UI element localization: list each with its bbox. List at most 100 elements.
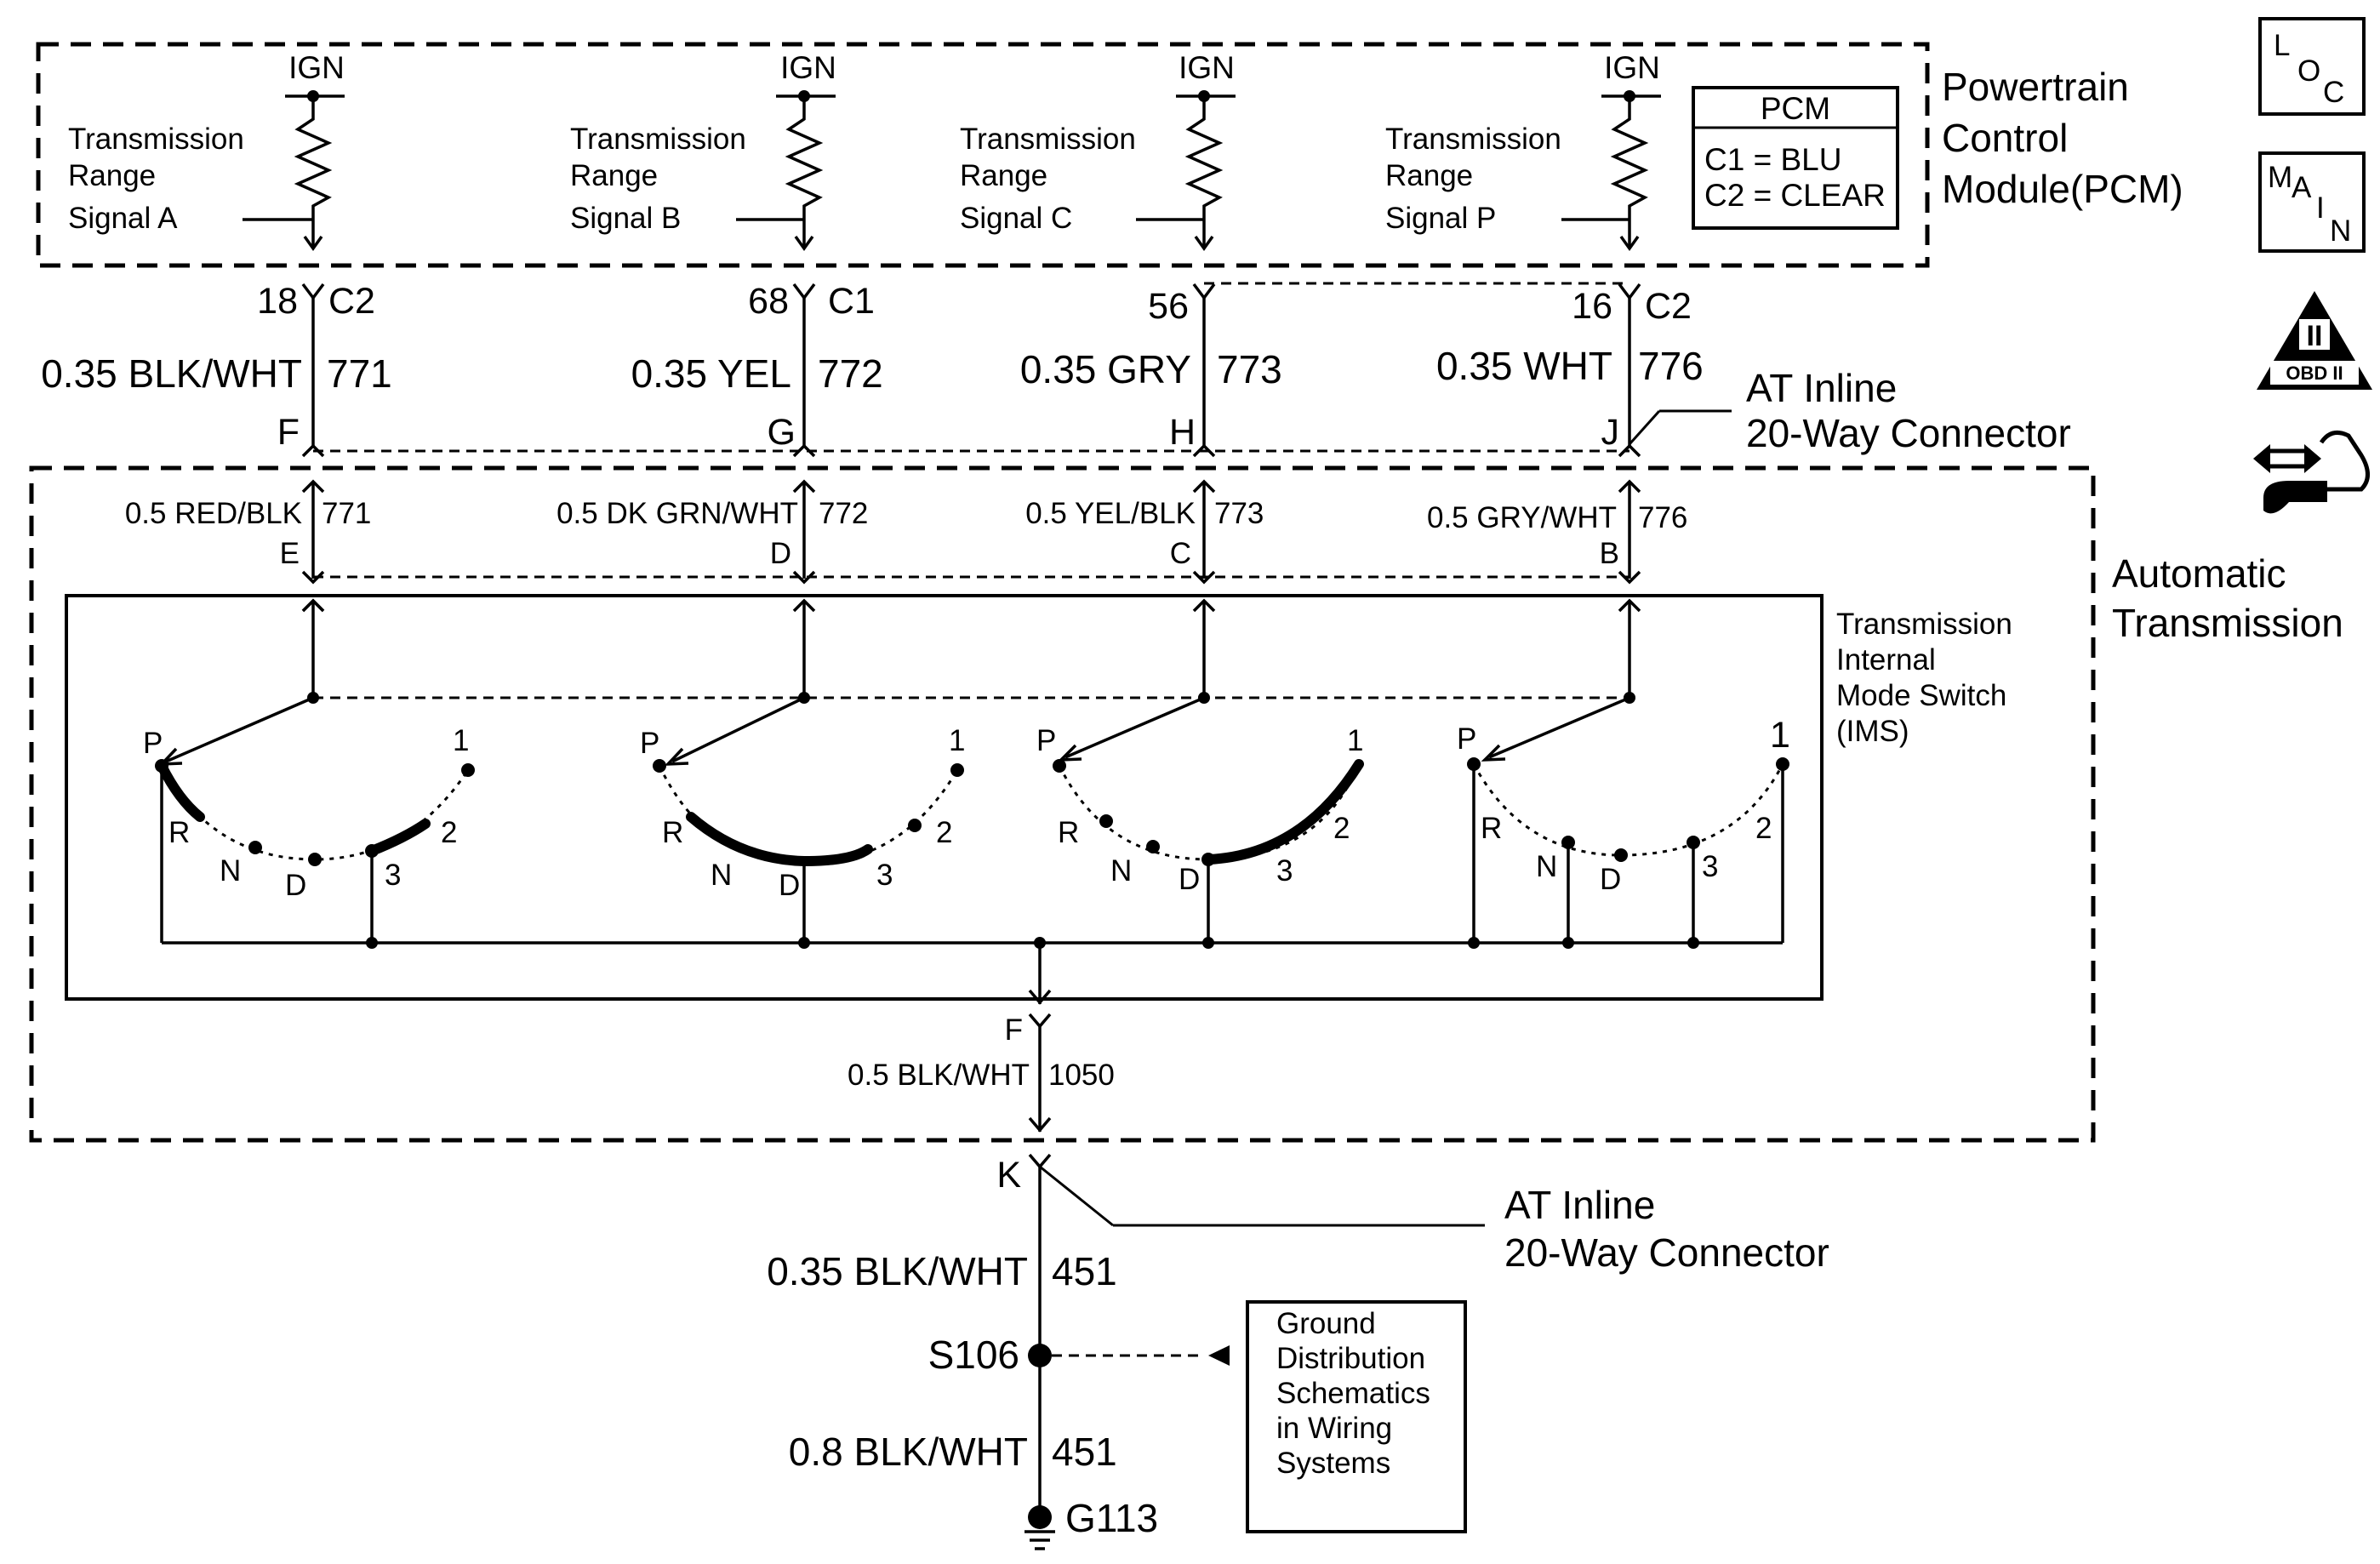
ground-circuit: F 0.5 BLK/WHT 1050 K AT Inline 20-Way Co… bbox=[767, 943, 1829, 1550]
loc-icon[interactable]: L O C bbox=[2258, 17, 2366, 116]
inline-p-bottom: B bbox=[1600, 537, 1619, 570]
inline-p-top: J bbox=[1601, 412, 1620, 453]
ground-ref-line4: in Wiring bbox=[1276, 1412, 1392, 1445]
pos-1-a: 1 bbox=[453, 724, 469, 757]
ims-line2: Internal bbox=[1836, 643, 1936, 676]
svg-text:OBD II: OBD II bbox=[2286, 362, 2343, 384]
ims-wipers bbox=[157, 598, 1635, 766]
signal-a-circuit: IGN Transmission Range Signal A 18 C2 0.… bbox=[41, 50, 392, 698]
pin-p-number: 16 bbox=[1572, 286, 1612, 327]
inline-c-top: H bbox=[1169, 412, 1196, 453]
pin-p-connector: C2 bbox=[1645, 286, 1692, 327]
ims-switch-a: P R N D 3 2 1 bbox=[143, 724, 475, 949]
ground-wire1-circuit: 451 bbox=[1052, 1249, 1117, 1293]
ims-switch-c: P R N D 3 2 1 bbox=[1036, 724, 1364, 949]
pin-c-number: 56 bbox=[1148, 286, 1189, 327]
ims-switch-box bbox=[65, 594, 1824, 1001]
pos-3-p: 3 bbox=[1702, 850, 1718, 883]
automatic-transmission-boundary bbox=[29, 465, 2096, 1143]
ims-line1: Transmission bbox=[1836, 608, 2012, 641]
svg-text:N: N bbox=[2330, 214, 2351, 248]
pos-p-b: P bbox=[640, 727, 659, 760]
pos-d-c: D bbox=[1179, 863, 1200, 896]
pos-2-c: 2 bbox=[1333, 812, 1350, 845]
inline-c-bottom: C bbox=[1170, 537, 1191, 570]
signal-p-label-3: Signal P bbox=[1385, 202, 1496, 235]
ground-distribution-ref[interactable]: Ground Distribution Schematics in Wiring… bbox=[1246, 1300, 1467, 1533]
inside-a-circuit: 771 bbox=[322, 497, 371, 530]
ground-wire2-color: 0.8 BLK/WHT bbox=[789, 1430, 1028, 1474]
ground-ref-line1: Ground bbox=[1276, 1307, 1376, 1340]
legend-c1: C1 = BLU bbox=[1704, 142, 1841, 177]
inline-a-top: F bbox=[277, 412, 300, 453]
pos-1-c: 1 bbox=[1347, 724, 1363, 757]
pos-1-b: 1 bbox=[949, 724, 965, 757]
pcm-title-line2: Control bbox=[1942, 116, 2068, 160]
svg-text:C: C bbox=[2323, 76, 2344, 109]
pos-d-b: D bbox=[779, 869, 800, 902]
main-icon[interactable]: M A I N bbox=[2258, 151, 2366, 253]
signal-p-label-2: Range bbox=[1385, 159, 1473, 192]
pin-b-number: 68 bbox=[748, 281, 789, 322]
obd-ii-icon[interactable]: II OBD II bbox=[2257, 291, 2372, 390]
signal-a-label-2: Range bbox=[68, 159, 156, 192]
inside-p-color: 0.5 GRY/WHT bbox=[1427, 501, 1617, 534]
signal-b-circuit: IGN Transmission Range Signal B 68 C1 0.… bbox=[556, 50, 883, 698]
ground-wire2-circuit: 451 bbox=[1052, 1430, 1117, 1474]
inline-b-top: G bbox=[768, 412, 796, 453]
pos-1-p: 1 bbox=[1770, 715, 1790, 756]
ims-line3: Mode Switch bbox=[1836, 679, 2006, 712]
auto-trans-line1: Automatic bbox=[2112, 551, 2286, 596]
pcm-boundary bbox=[36, 42, 1930, 268]
at-inline-bottom-line2: 20-Way Connector bbox=[1504, 1230, 1829, 1275]
pin-a-connector: C2 bbox=[328, 281, 375, 322]
pos-2-a: 2 bbox=[441, 816, 457, 849]
pos-n-a: N bbox=[220, 854, 241, 888]
pos-d-a: D bbox=[285, 869, 306, 902]
signal-b-label-2: Range bbox=[570, 159, 658, 192]
inline-top-leader bbox=[1628, 409, 1661, 446]
inside-b-circuit: 772 bbox=[819, 497, 868, 530]
pos-p-a: P bbox=[143, 727, 163, 760]
inline-ground-pin: K bbox=[996, 1155, 1021, 1196]
pos-p-p: P bbox=[1457, 722, 1476, 756]
wire-b-circuit: 772 bbox=[818, 351, 883, 396]
svg-text:II: II bbox=[2307, 320, 2323, 352]
legend-c2: C2 = CLEAR bbox=[1704, 178, 1886, 213]
pos-3-a: 3 bbox=[385, 859, 401, 892]
ign-a-label: IGN bbox=[288, 50, 345, 85]
wire-c-circuit: 773 bbox=[1217, 347, 1282, 391]
inline-b-bottom: D bbox=[770, 537, 791, 570]
ims-ground-circuit: 1050 bbox=[1048, 1059, 1115, 1092]
at-inline-top-line1: AT Inline bbox=[1746, 366, 1897, 410]
inside-a-color: 0.5 RED/BLK bbox=[125, 497, 302, 530]
pos-n-c: N bbox=[1110, 854, 1132, 888]
pos-r-p: R bbox=[1481, 812, 1502, 845]
svg-text:L: L bbox=[2274, 29, 2290, 62]
inside-b-color: 0.5 DK GRN/WHT bbox=[556, 497, 798, 530]
ign-c-label: IGN bbox=[1179, 50, 1235, 85]
pos-r-a: R bbox=[168, 816, 190, 849]
inside-c-circuit: 773 bbox=[1214, 497, 1264, 530]
pcm-title-line1: Powertrain bbox=[1942, 65, 2129, 109]
ground-wire1-color: 0.35 BLK/WHT bbox=[767, 1249, 1028, 1293]
signal-a-label-1: Transmission bbox=[68, 123, 244, 156]
pos-r-b: R bbox=[662, 816, 683, 849]
signal-c-circuit: IGN Transmission Range Signal C 56 0.35 … bbox=[960, 50, 1282, 698]
svg-text:A: A bbox=[2292, 171, 2312, 204]
ground-point-label: G113 bbox=[1065, 1496, 1158, 1540]
inline-a-bottom: E bbox=[280, 537, 300, 570]
pos-2-b: 2 bbox=[936, 816, 952, 849]
inside-p-circuit: 776 bbox=[1638, 501, 1687, 534]
pos-n-p: N bbox=[1536, 850, 1557, 883]
ground-ref-line3: Schematics bbox=[1276, 1377, 1430, 1410]
wire-a-circuit: 771 bbox=[327, 351, 392, 396]
connector-test-icon[interactable] bbox=[2253, 430, 2370, 514]
ign-b-label: IGN bbox=[780, 50, 836, 85]
legend-title: PCM bbox=[1761, 91, 1830, 126]
auto-trans-line2: Transmission bbox=[2112, 601, 2343, 645]
pos-r-c: R bbox=[1058, 816, 1079, 849]
ims-ground-pin: F bbox=[1005, 1013, 1023, 1047]
signal-a-label-3: Signal A bbox=[68, 202, 178, 235]
